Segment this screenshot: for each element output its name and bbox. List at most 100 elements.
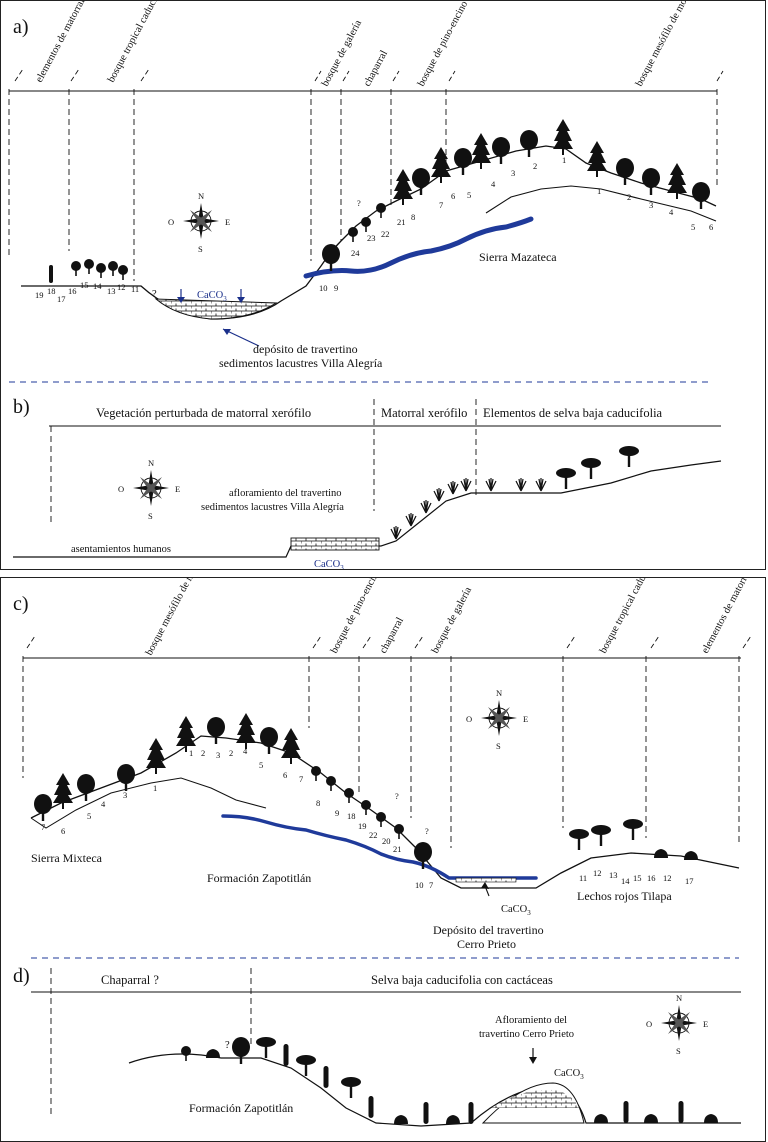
svg-text:24: 24 — [351, 248, 360, 258]
svg-text:O: O — [466, 714, 472, 724]
panel-b-label: b) — [13, 396, 30, 418]
svg-text:O: O — [168, 217, 174, 227]
diagram-ab: a) elementos de matorral xerófilo bosque… — [8, 1, 724, 569]
zone-a-1: elementos de matorral xerófilo — [34, 1, 104, 84]
zone-a-2: bosque tropical caducifolio — [106, 1, 169, 84]
inner-profile-c — [30, 777, 267, 829]
svg-text:21: 21 — [397, 217, 406, 227]
svg-text:S: S — [148, 511, 153, 521]
outcrop-label-b-1: afloramiento del travertino — [229, 488, 342, 499]
svg-text:18: 18 — [347, 811, 356, 821]
travertine-deposit-a — [154, 298, 278, 320]
svg-text:15: 15 — [80, 280, 89, 290]
svg-text:15: 15 — [633, 873, 642, 883]
svg-text:6: 6 — [451, 191, 455, 201]
header-b-1: Vegetación perturbada de matorral xerófi… — [96, 406, 311, 420]
svg-text:N: N — [148, 458, 154, 468]
svg-text:5: 5 — [259, 760, 263, 770]
diagram-cd: c) bosque mesófilo de montaña bosque de … — [13, 578, 766, 1127]
zone-c-5: bosque tropical caducifolio — [598, 578, 661, 655]
travertine-deposit-c — [455, 877, 517, 883]
svg-text:16: 16 — [647, 873, 656, 883]
svg-text:16: 16 — [68, 286, 77, 296]
caco3-a: CaCO3 — [197, 290, 227, 303]
svg-text:9: 9 — [334, 283, 338, 293]
svg-text:7: 7 — [439, 200, 443, 210]
question-d-1: ? — [225, 1040, 230, 1051]
formation-label-c: Formación Zapotitlán — [207, 871, 311, 885]
svg-text:1: 1 — [562, 155, 566, 165]
svg-text:O: O — [646, 1019, 652, 1029]
river-a — [303, 216, 534, 279]
svg-text:21: 21 — [393, 844, 402, 854]
caco3-d: CaCO3 — [554, 1068, 584, 1081]
zone-c-6: elementos de matorral xerófilo — [700, 578, 766, 655]
svg-text:E: E — [703, 1019, 708, 1029]
svg-text:S: S — [198, 244, 203, 254]
deposit-pointer-c-head — [481, 882, 489, 889]
svg-text:22: 22 — [369, 830, 378, 840]
compass-rose-c: N S E O — [466, 688, 528, 751]
panel-a-zone-dividers — [8, 68, 724, 281]
zone-a-3: bosque de galería — [320, 18, 364, 88]
svg-text:8: 8 — [316, 798, 320, 808]
beds-label-c: Lechos rojos Tilapa — [577, 889, 672, 903]
zone-c-2: bosque de pino-encino — [329, 578, 383, 655]
svg-text:14: 14 — [93, 281, 102, 291]
svg-text:10: 10 — [415, 880, 424, 890]
zone-c-1: bosque mesófilo de montaña — [144, 578, 210, 657]
header-d-1: Chaparral ? — [101, 973, 159, 987]
svg-text:8: 8 — [411, 212, 415, 222]
place-sierra-mixteca: Sierra Mixteca — [31, 851, 103, 865]
svg-text:S: S — [676, 1046, 681, 1056]
svg-text:20: 20 — [382, 836, 391, 846]
svg-text:3: 3 — [216, 750, 220, 760]
travertine-outcrop-b — [290, 537, 380, 551]
svg-text:12: 12 — [593, 868, 602, 878]
settlements-label: asentamientos humanos — [71, 544, 171, 555]
svg-text:11: 11 — [579, 873, 587, 883]
svg-text:18: 18 — [47, 286, 56, 296]
svg-text:4: 4 — [491, 179, 496, 189]
svg-text:19: 19 — [35, 290, 44, 300]
svg-text:3: 3 — [123, 790, 127, 800]
panel-top: a) elementos de matorral xerófilo bosque… — [0, 0, 766, 570]
svg-text:2: 2 — [533, 161, 537, 171]
svg-text:1: 1 — [597, 186, 601, 196]
site-numbers-c: 7 6 5 4 3 1 1 2 3 2 4 5 6 7 8 9 18 19 22… — [41, 746, 694, 890]
question-c-2: ? — [425, 826, 429, 836]
panel-d-label: d) — [13, 965, 30, 987]
svg-text:17: 17 — [57, 294, 66, 304]
zone-a-6: bosque mesófilo de montaña — [634, 1, 700, 88]
deposit-label-c-1: Depósito del travertino — [433, 923, 544, 937]
compass-rose-b: N S E O — [118, 458, 180, 521]
compass-rose-d: N S E O — [646, 993, 708, 1056]
svg-text:E: E — [175, 484, 180, 494]
svg-text:12: 12 — [117, 282, 126, 292]
svg-text:2: 2 — [627, 192, 631, 202]
outcrop-label-b-2: sedimentos lacustres Villa Alegría — [201, 502, 344, 513]
svg-text:1: 1 — [189, 748, 193, 758]
svg-text:19: 19 — [358, 821, 367, 831]
outcrop-label-d-2: travertino Cerro Prieto — [479, 1029, 574, 1040]
svg-text:23: 23 — [367, 233, 376, 243]
svg-text:6: 6 — [61, 826, 65, 836]
svg-text:11: 11 — [131, 284, 139, 294]
site-numbers-a: 19 18 17 16 15 14 13 12 11 10 9 24 23 22… — [35, 155, 713, 304]
svg-text:9: 9 — [335, 808, 339, 818]
svg-text:5: 5 — [691, 222, 695, 232]
svg-text:4: 4 — [243, 746, 248, 756]
svg-text:O: O — [118, 484, 124, 494]
deposit-label-a-2: sedimentos lacustres Villa Alegría — [219, 356, 383, 370]
svg-text:?: ? — [357, 198, 361, 208]
svg-text:4: 4 — [669, 207, 674, 217]
deposit-label-a-1: depósito de travertino — [253, 342, 358, 356]
header-b-3: Elementos de selva baja caducifolia — [483, 406, 663, 420]
svg-text:1: 1 — [153, 783, 157, 793]
svg-text:7: 7 — [41, 822, 45, 832]
header-b-2: Matorral xerófilo — [381, 406, 467, 420]
svg-text:7: 7 — [299, 774, 303, 784]
question-c-1: ? — [395, 791, 399, 801]
zone-a-5: bosque de pino-encino — [416, 1, 470, 88]
panel-b-dividers — [50, 399, 477, 526]
